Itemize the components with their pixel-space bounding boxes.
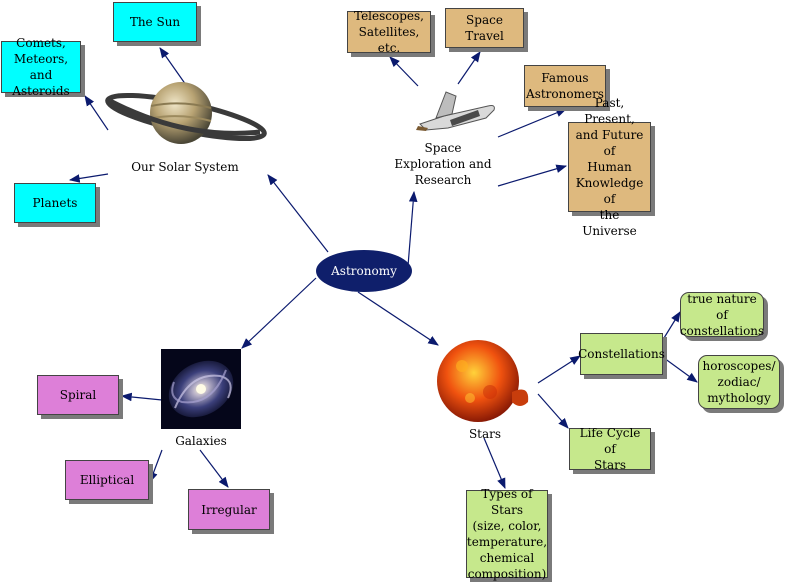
spiral-galaxy-icon (161, 349, 241, 429)
arrow-galaxies-to-elliptical (149, 449, 163, 484)
solar-system-label: Our Solar System (131, 160, 239, 174)
sun-star-icon (437, 340, 529, 422)
arrow-solar-to-comets (84, 95, 109, 131)
arrow-space-to-knowledge (497, 164, 568, 187)
famous-astronomers-node[interactable]: Famous Astronomers (524, 65, 606, 107)
space-travel-node[interactable]: Space Travel (445, 8, 524, 48)
spiral-node[interactable]: Spiral (37, 375, 119, 415)
space-exploration-label: Space Exploration and Research (394, 141, 492, 187)
comets-meteors-asteroids-node[interactable]: Comets, Meteors, and Asteroids (1, 36, 81, 98)
galaxies-label: Galaxies (175, 434, 227, 448)
arrow-stars-to-lifecycle (537, 393, 569, 429)
constellations-node[interactable]: Constellations (578, 333, 665, 375)
arrow-space-to-astronomers (497, 108, 567, 138)
horoscopes-zodiac-mythology-node[interactable]: horoscopes/ zodiac/ mythology (698, 355, 780, 409)
arrow-center-to-stars (357, 291, 439, 346)
arrow-center-to-galaxies (241, 277, 317, 349)
arrow-solar-to-planets (68, 173, 109, 183)
arrow-constellations-to-true-nature (663, 311, 681, 339)
irregular-node[interactable]: Irregular (188, 489, 270, 530)
astronomy-center-node[interactable]: Astronomy (316, 250, 412, 292)
life-cycle-of-stars-node[interactable]: Life Cycle of Stars (569, 426, 651, 472)
arrow-stars-to-types (483, 437, 506, 489)
arrow-galaxies-to-irregular (199, 449, 229, 488)
arrow-space-to-travel (457, 51, 481, 85)
arrow-space-to-telescopes (389, 56, 419, 87)
arrow-galaxies-to-spiral (120, 392, 163, 402)
arrow-center-to-solar (267, 174, 329, 253)
elliptical-node[interactable]: Elliptical (65, 460, 149, 500)
types-of-stars-node[interactable]: Types of Stars (size, color, temperature… (466, 487, 548, 581)
human-knowledge-node[interactable]: Past, Present, and Future of Human Knowl… (568, 96, 651, 238)
arrow-constellations-to-horoscopes (663, 357, 698, 383)
arrow-center-to-space (407, 190, 418, 267)
planets-node[interactable]: Planets (14, 183, 96, 223)
stars-label: Stars (468, 427, 502, 441)
space-shuttle-icon (416, 91, 495, 131)
true-nature-of-constellations-node[interactable]: true nature of constellations (679, 291, 765, 338)
the-sun-node[interactable]: The Sun (113, 2, 197, 42)
arrow-stars-to-constellations (537, 355, 581, 384)
ringed-planet-icon (105, 82, 267, 144)
arrow-solar-to-sun (159, 47, 187, 86)
connector-arrows (68, 47, 698, 489)
telescopes-satellites-node[interactable]: Telescopes, Satellites, etc. (347, 9, 431, 55)
